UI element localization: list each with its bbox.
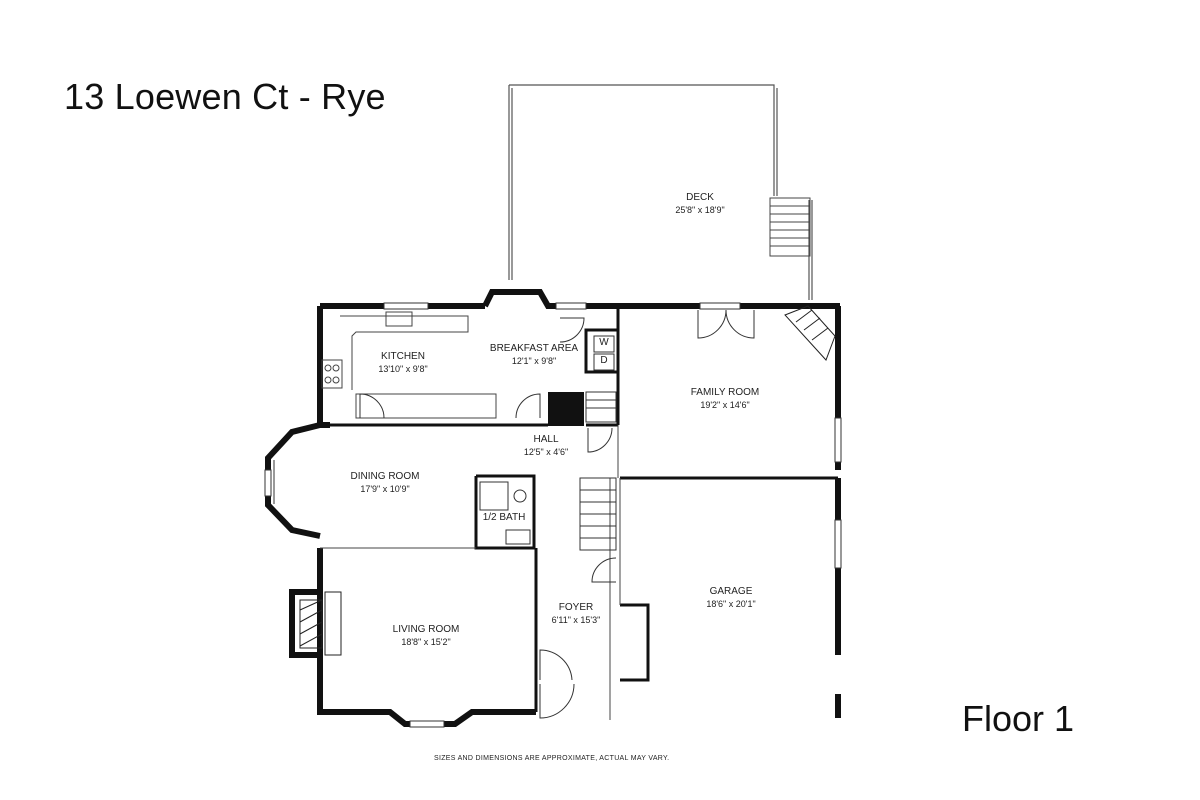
- room-living-name: LIVING ROOM: [392, 624, 460, 635]
- room-dining-name: DINING ROOM: [350, 471, 420, 482]
- room-family-dims: 19'2" x 14'6": [700, 400, 750, 410]
- dryer-letter: D: [600, 355, 608, 366]
- room-breakfast-area-name: BREAKFAST AREA: [489, 343, 579, 354]
- kitchen-counters: [321, 311, 497, 419]
- room-family-name: FAMILY ROOM: [690, 387, 760, 398]
- room-deck-name: DECK: [686, 192, 714, 203]
- room-deck-dims: 25'8" x 18'9": [675, 205, 725, 215]
- room-garage-name: GARAGE: [709, 586, 753, 597]
- room-garage-dims: 18'6" x 20'1": [706, 599, 756, 609]
- deck-outline: [508, 84, 813, 300]
- room-kitchen: KITCHEN 13'10" x 9'8": [358, 351, 448, 374]
- interior-stairs: [579, 391, 617, 551]
- washer-dryer: [593, 335, 615, 371]
- room-dining: DINING ROOM 17'9" x 10'9": [335, 471, 435, 494]
- room-hall-dims: 12'5" x 4'6": [523, 447, 569, 457]
- room-foyer-dims: 6'11" x 15'3": [551, 615, 601, 625]
- fireplace: [299, 591, 342, 656]
- room-breakfast-area-dims: 12'1" x 9'8": [511, 356, 557, 366]
- room-hall: HALL 12'5" x 4'6": [506, 434, 586, 457]
- room-deck: DECK 25'8" x 18'9": [640, 192, 760, 215]
- room-living-dims: 18'8" x 15'2": [401, 637, 451, 647]
- windows: [264, 302, 842, 728]
- property-address-title: 13 Loewen Ct - Rye: [64, 76, 386, 117]
- room-foyer-name: FOYER: [558, 602, 594, 613]
- room-half-bath-name: 1/2 BATH: [482, 512, 526, 523]
- room-breakfast-area: BREAKFAST AREA 12'1" x 9'8": [484, 343, 584, 366]
- room-kitchen-dims: 13'10" x 9'8": [378, 364, 428, 374]
- door-swings: [359, 309, 755, 719]
- washer-label: W: [597, 337, 611, 348]
- thin-walls: [320, 425, 621, 720]
- washer-letter: W: [599, 337, 609, 348]
- room-family: FAMILY ROOM 19'2" x 14'6": [670, 387, 780, 410]
- room-hall-name: HALL: [533, 434, 559, 445]
- interior-walls: [320, 306, 838, 712]
- room-living: LIVING ROOM 18'8" x 15'2": [376, 624, 476, 647]
- family-fireplace: [784, 305, 836, 361]
- room-garage: GARAGE 18'6" x 20'1": [686, 586, 776, 609]
- room-half-bath: 1/2 BATH: [476, 512, 532, 523]
- room-foyer: FOYER 6'11" x 15'3": [536, 602, 616, 625]
- stair-block: [548, 392, 584, 426]
- half-bath-fixtures: [479, 481, 531, 545]
- dryer-label: D: [597, 355, 611, 366]
- deck-stairs: [769, 197, 811, 257]
- disclaimer-text: SIZES AND DIMENSIONS ARE APPROXIMATE, AC…: [434, 755, 670, 762]
- room-kitchen-name: KITCHEN: [381, 351, 425, 362]
- room-dining-dims: 17'9" x 10'9": [360, 484, 410, 494]
- floor-label: Floor 1: [962, 698, 1075, 739]
